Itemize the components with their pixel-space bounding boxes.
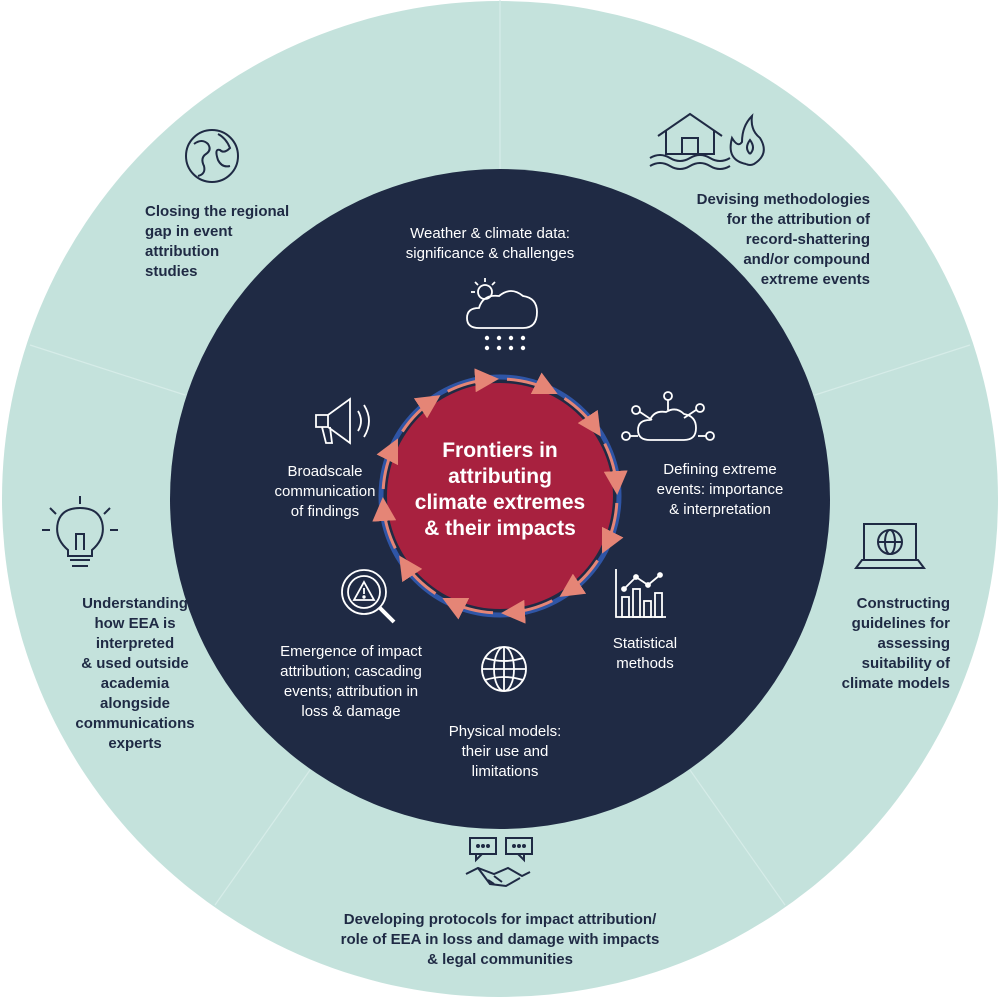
topic-line: guidelines for [851,615,950,632]
cycle-arrow [376,438,399,490]
cycle-arrow [601,502,624,554]
topic-line: communication [274,483,376,500]
inner-topic-impact-attribution: Emergence of impact attribution; cascadi… [256,642,446,722]
cycle-arrow [447,368,499,393]
inner-topic-physical-models: Physical models: their use and limitatio… [425,722,585,782]
topic-line: academia [100,675,170,692]
center-disc [387,383,613,609]
outer-topic-protocols: Developing protocols for impact attribut… [300,910,700,970]
cycle-arrow [506,372,558,395]
weather-cloud-rain-icon [466,278,538,351]
topic-line: of findings [290,503,360,520]
outer-topic-understanding-eea: Understanding how EEA is interpreted & u… [40,594,230,754]
topic-line: Closing the regional [145,203,290,220]
cycle-arrow [559,559,599,597]
outer-topic-methodologies: Devising methodologies for the attributi… [660,190,870,290]
inner-topic-statistical-methods: Statistical methods [590,634,700,674]
topic-line: suitability of [861,655,950,672]
inner-topic-communication: Broadscale communication of findings [250,462,400,522]
network-cloud-icon [621,391,715,441]
topic-line: events: importance [656,481,784,498]
topic-line: Constructing [856,595,950,612]
topic-line: their use and [461,743,549,760]
topic-line: attribution; cascading [280,663,422,680]
bar-line-chart-icon [615,569,666,618]
warning-magnifier-icon [341,569,396,624]
topic-line: Weather & climate data: [410,225,570,242]
center-title-line: & their impacts [424,517,576,540]
topic-line: role of EEA in loss and damage with impa… [340,931,660,948]
flood-fire-icon [649,112,765,170]
topic-line: extreme events [760,271,870,288]
sector-dividers [29,0,971,906]
outer-topic-regional-gap: Closing the regional gap in event attrib… [145,202,325,282]
topic-line: methods [616,655,674,672]
cycle-arrow [399,555,437,595]
topic-line: & interpretation [669,501,771,518]
lightbulb-icon [42,496,118,567]
cycle-arrow [563,397,601,437]
inner-topic-defining-events: Defining extreme events: importance & in… [640,460,800,520]
topic-line: & legal communities [427,951,573,968]
topic-line: communications [75,715,195,732]
handshake-chat-icon [465,837,533,888]
cycle-arrow [401,395,441,433]
topic-line: for the attribution of [726,211,870,228]
topic-line: studies [145,263,198,280]
topic-line: and/or compound [743,251,870,268]
topic-line: attribution [145,243,220,260]
center-title-line: Frontiers in [442,439,558,462]
topic-line: experts [108,735,162,752]
topic-line: assessing [877,635,950,652]
topic-line: Devising methodologies [696,191,870,208]
topic-line: Emergence of impact [280,643,422,660]
inner-topic-weather-data: Weather & climate data: significance & c… [380,224,600,264]
topic-line: Statistical [612,635,678,652]
topic-line: & used outside [81,655,189,672]
topic-line: how EEA is [94,615,176,632]
topic-line: gap in event [145,223,233,240]
topic-line: Defining extreme [663,461,777,478]
topic-line: interpreted [95,635,175,652]
cycle-arrow [501,599,553,624]
topic-line: loss & damage [301,703,401,720]
topic-line: Understanding [82,595,188,612]
cycle-arrows [372,368,628,624]
topic-line: climate models [841,675,950,692]
globe-grid-icon [481,646,527,692]
earth-globe-icon [185,129,239,183]
topic-line: events; attribution in [283,683,419,700]
topic-line: limitations [471,763,539,780]
megaphone-icon [315,397,370,445]
cycle-arrow [603,443,628,495]
laptop-globe-icon [854,523,926,569]
topic-line: alongside [99,695,170,712]
topic-line: Broadscale [287,463,363,480]
topic-line: record-shattering [745,231,870,248]
cycle-arrow [442,597,494,620]
cycle-arrow [372,497,397,549]
outer-topic-guidelines: Constructing guidelines for assessing su… [800,594,950,694]
topic-line: Developing protocols for impact attribut… [343,911,657,928]
center-title: Frontiers in attributing climate extreme… [400,438,600,542]
center-disc-outline [378,374,622,618]
center-title-line: attributing [448,465,552,488]
topic-line: significance & challenges [405,245,575,262]
topic-line: Physical models: [448,723,562,740]
center-title-line: climate extremes [414,491,586,514]
